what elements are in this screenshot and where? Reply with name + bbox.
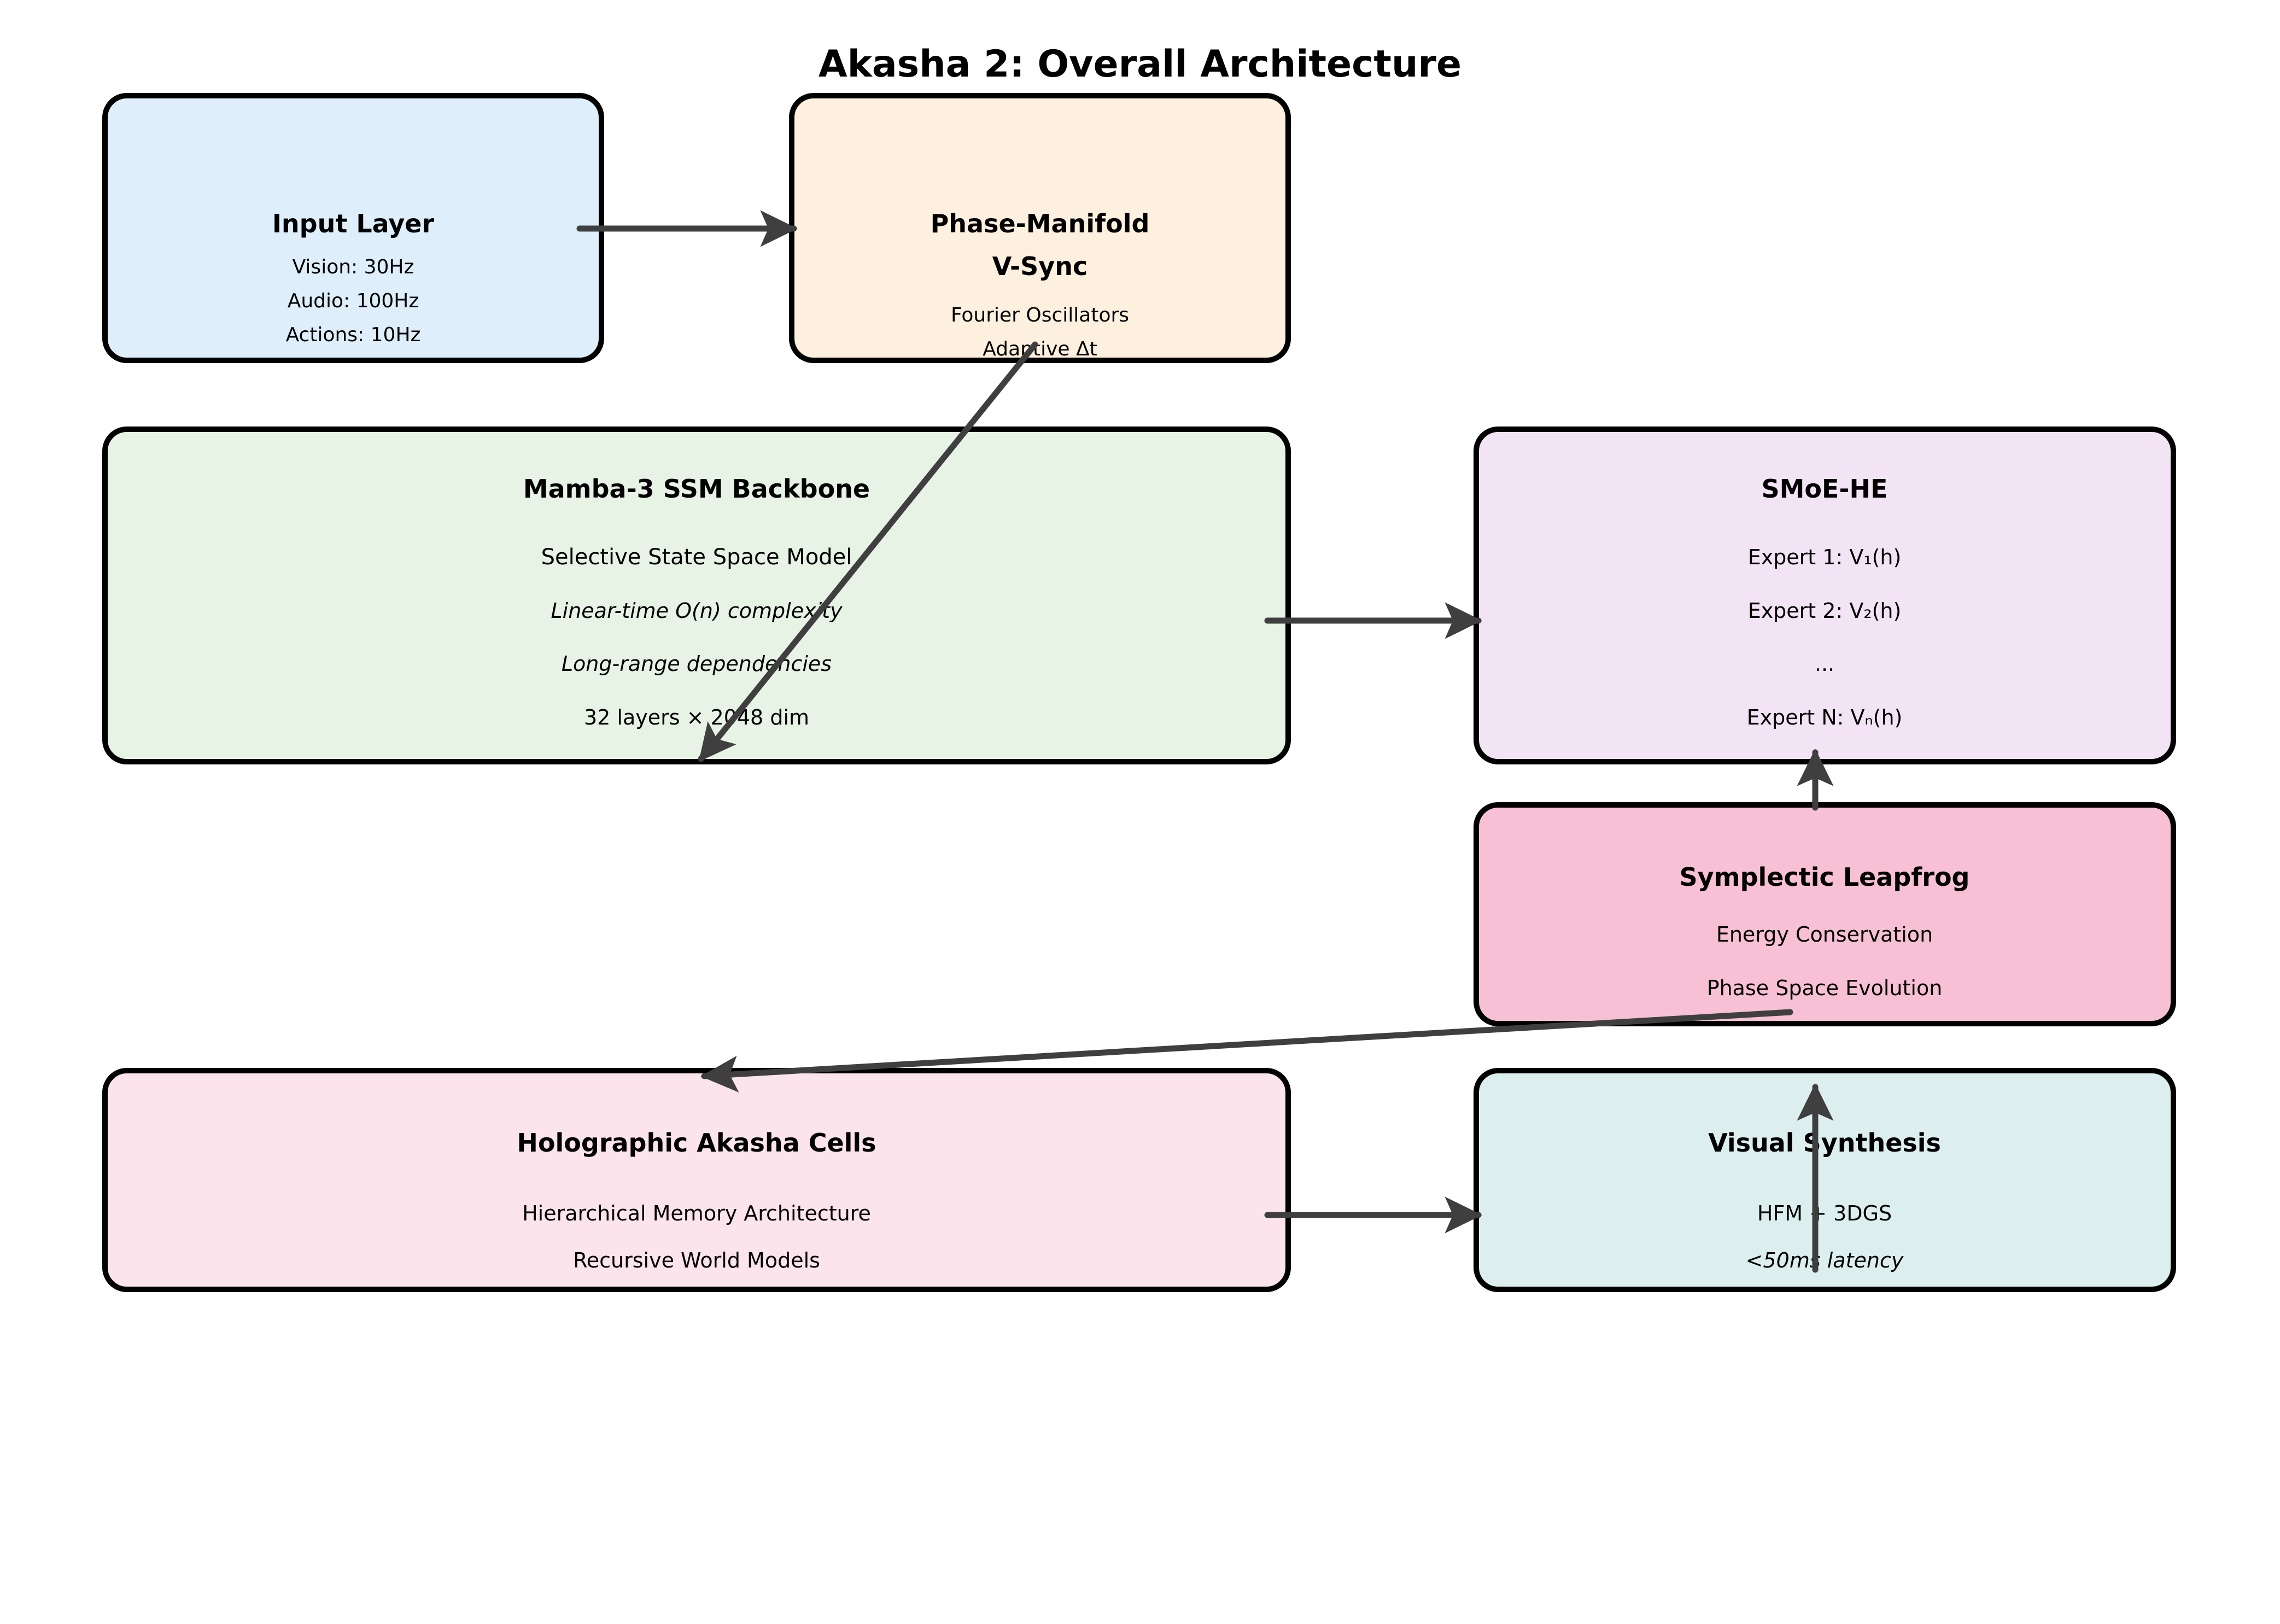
node-smoe-he-line-1: Expert 2: V₂(h)	[1748, 599, 1902, 623]
node-holographic-cells-line-0: Hierarchical Memory Architecture	[522, 1201, 871, 1225]
node-symplectic-leapfrog-box	[1474, 802, 2176, 1026]
page-title: Akasha 2: Overall Architecture	[819, 43, 1461, 86]
node-holographic-cells-line-1: Recursive World Models	[573, 1248, 820, 1272]
node-symplectic-leapfrog-line-0: Energy Conservation	[1716, 922, 1933, 947]
edge-phase-to-mamba	[698, 341, 1038, 762]
node-visual-synthesis-line-0: HFM + 3DGS	[1757, 1201, 1892, 1225]
node-visual-synthesis-line-1: <50ms latency	[1746, 1248, 1904, 1272]
node-smoe-he-line-3: Expert N: Vₙ(h)	[1747, 705, 1903, 729]
node-symplectic-leapfrog[interactable]: Symplectic Leapfrog Energy Conservation …	[1474, 802, 2176, 1026]
node-symplectic-leapfrog-line-1: Phase Space Evolution	[1707, 976, 1943, 1000]
node-holographic-cells-box	[102, 1068, 1291, 1292]
node-mamba-backbone-line-2: Long-range dependencies	[562, 652, 832, 676]
node-mamba-backbone-title: Mamba-3 SSM Backbone	[523, 474, 870, 504]
node-input-layer-line-2: Actions: 10Hz	[286, 324, 421, 346]
node-input-layer-line-0: Vision: 30Hz	[293, 256, 414, 278]
node-visual-synthesis-title: Visual Synthesis	[1708, 1128, 1941, 1158]
node-mamba-backbone-line-3: 32 layers × 2048 dim	[584, 705, 809, 729]
edge-symplectic-to-holographic	[700, 1009, 1793, 1093]
node-phase-manifold[interactable]: Phase-Manifold V-Sync Fourier Oscillator…	[789, 93, 1291, 363]
node-input-layer-title: Input Layer	[272, 209, 435, 238]
node-smoe-he-line-0: Expert 1: V₁(h)	[1748, 545, 1902, 569]
node-smoe-he-title: SMoE-HE	[1762, 474, 1888, 504]
node-phase-manifold-line-0: Fourier Oscillators	[951, 304, 1129, 326]
node-mamba-backbone-line-0: Selective State Space Model	[541, 545, 852, 570]
node-visual-synthesis[interactable]: Visual Synthesis HFM + 3DGS <50ms latenc…	[1474, 1068, 2176, 1292]
node-phase-manifold-title-line2: V-Sync	[992, 252, 1088, 281]
node-mamba-backbone-box	[102, 427, 1291, 764]
node-holographic-cells[interactable]: Holographic Akasha Cells Hierarchical Me…	[102, 1068, 1291, 1292]
node-smoe-he[interactable]: SMoE-HE Expert 1: V₁(h) Expert 2: V₂(h) …	[1474, 427, 2176, 764]
node-phase-manifold-title-line1: Phase-Manifold	[931, 209, 1150, 238]
node-symplectic-leapfrog-title: Symplectic Leapfrog	[1680, 862, 1970, 892]
node-holographic-cells-title: Holographic Akasha Cells	[517, 1128, 876, 1158]
node-mamba-backbone[interactable]: Mamba-3 SSM Backbone Selective State Spa…	[102, 427, 1291, 764]
edges-layer	[576, 210, 1834, 1273]
node-visual-synthesis-box	[1474, 1068, 2176, 1292]
node-input-layer[interactable]: Input Layer Vision: 30Hz Audio: 100Hz Ac…	[102, 93, 604, 363]
node-input-layer-line-1: Audio: 100Hz	[288, 290, 419, 312]
node-phase-manifold-line-1: Adaptive Δt	[983, 338, 1097, 360]
node-smoe-he-line-2: ...	[1815, 652, 1834, 676]
node-mamba-backbone-line-1: Linear-time O(n) complexity	[551, 599, 843, 623]
